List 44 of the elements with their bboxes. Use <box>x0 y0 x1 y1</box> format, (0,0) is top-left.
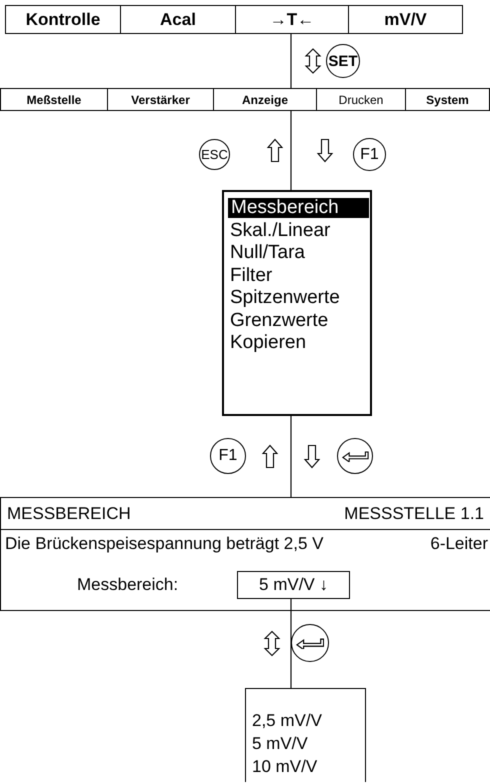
list-option: 10 mV/V <box>252 757 318 777</box>
softkey-box: mV/V <box>348 5 463 34</box>
menu-item: Grenzwerte <box>230 310 328 330</box>
hollow-arrow <box>262 444 278 468</box>
selected-menu-item: Messbereich <box>228 198 369 218</box>
connector-line <box>290 416 292 497</box>
dialog-panel <box>0 497 490 611</box>
field-label: Messbereich: <box>77 575 178 595</box>
menu-tab: Anzeige <box>213 88 317 111</box>
menu-tab: Meßstelle <box>0 88 108 111</box>
softkey-box: Acal <box>120 5 236 34</box>
connector-line <box>290 111 292 190</box>
connector-line <box>290 599 292 688</box>
list-option: 2,5 mV/V <box>252 711 322 731</box>
menu-tab: System <box>405 88 490 111</box>
menu-item: Skal./Linear <box>230 220 330 240</box>
wiring-label: 6-Leiter <box>430 534 488 554</box>
hollow-arrow <box>316 138 334 162</box>
dropdown-list <box>245 688 366 782</box>
connector-line <box>290 34 292 88</box>
function-key: F1 <box>210 438 246 474</box>
softkey-box: Kontrolle <box>5 5 121 34</box>
hollow-arrow <box>266 138 284 162</box>
menu-tab: Drucken <box>316 88 406 111</box>
softkey-box: →T← <box>235 5 349 34</box>
hollow-arrow <box>304 48 322 74</box>
menu-item: Kopieren <box>230 333 306 353</box>
list-option: 5 mV/V <box>252 734 308 754</box>
enter-key <box>291 624 329 662</box>
dropdown-field: 5 mV/V ↓ <box>237 571 350 599</box>
channel-label: MESSSTELLE 1.1 <box>344 504 484 524</box>
panel-title: MESSBEREICH <box>7 504 131 524</box>
function-key: F1 <box>353 138 386 171</box>
hollow-arrow <box>304 444 320 468</box>
enter-key <box>337 438 373 474</box>
menu-item: Spitzenwerte <box>230 288 340 308</box>
menu-item: Filter <box>230 266 272 286</box>
set-key: SET <box>326 44 360 78</box>
menu-list <box>222 190 372 416</box>
menu-tab: Verstärker <box>107 88 214 111</box>
info-text: Die Brückenspeisespannung beträgt 2,5 V <box>5 534 324 554</box>
hollow-arrow <box>264 630 280 656</box>
esc-key: ESC <box>199 139 230 170</box>
menu-item: Null/Tara <box>230 243 305 263</box>
